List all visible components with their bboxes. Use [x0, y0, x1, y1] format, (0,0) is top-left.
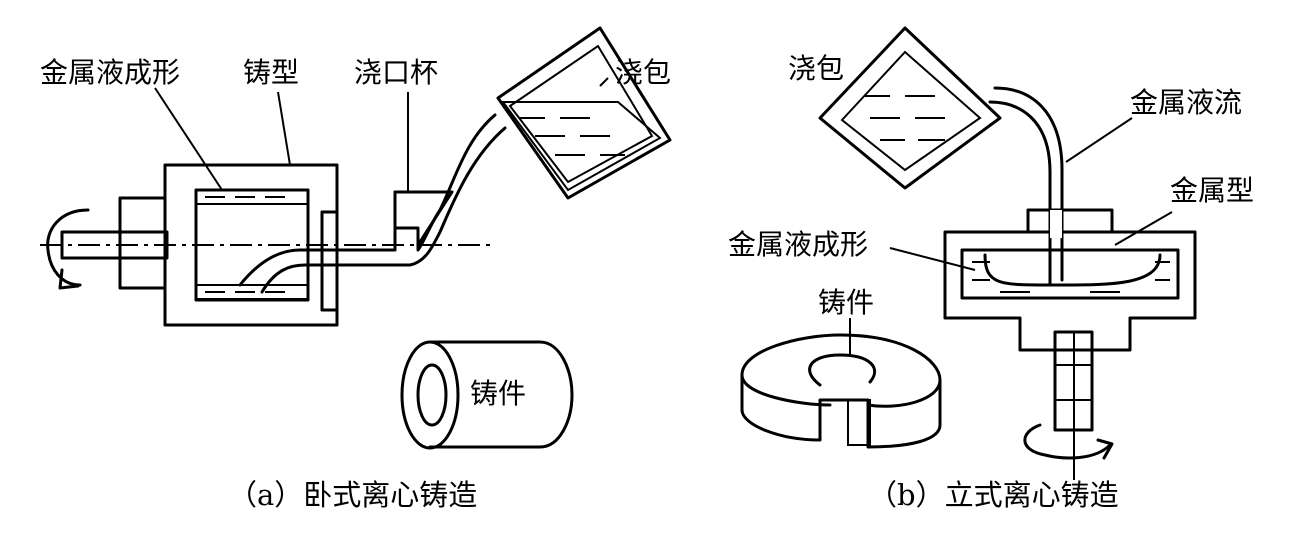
rotation-arrow-icon — [46, 208, 90, 287]
left-ladle — [496, 26, 672, 200]
left-label-mold: 铸型 — [243, 56, 299, 89]
left-label-casting: 铸件 — [470, 377, 526, 410]
right-ladle — [818, 26, 1002, 190]
right-label-metal-mold: 金属型 — [1170, 174, 1254, 207]
right-caption: （b）立式离心铸造 — [868, 478, 1119, 512]
metal-mold — [943, 230, 1197, 352]
right-label-casting: 铸件 — [818, 286, 874, 319]
horizontal-casting-figure — [40, 26, 672, 450]
left-label-metal-forming: 金属液成形 — [40, 56, 180, 89]
left-label-ladle: 浇包 — [615, 56, 671, 89]
right-label-metal-forming: 金属液成形 — [728, 228, 868, 261]
mold-hub — [118, 196, 167, 290]
right-label-metal-stream: 金属液流 — [1130, 86, 1242, 119]
right-rotation-arrow-icon — [1023, 423, 1112, 460]
left-shaft — [46, 208, 169, 290]
pouring-channel — [238, 113, 497, 287]
right-label-ladle: 浇包 — [788, 52, 844, 85]
left-casting-product — [400, 340, 574, 450]
sprue-cup — [393, 190, 454, 247]
right-casting-product — [740, 333, 942, 449]
metal-stream — [993, 86, 1064, 282]
left-label-sprue-cup: 浇口杯 — [354, 56, 438, 89]
left-caption: （a）卧式离心铸造 — [228, 478, 477, 512]
vertical-casting-figure — [740, 26, 1197, 480]
